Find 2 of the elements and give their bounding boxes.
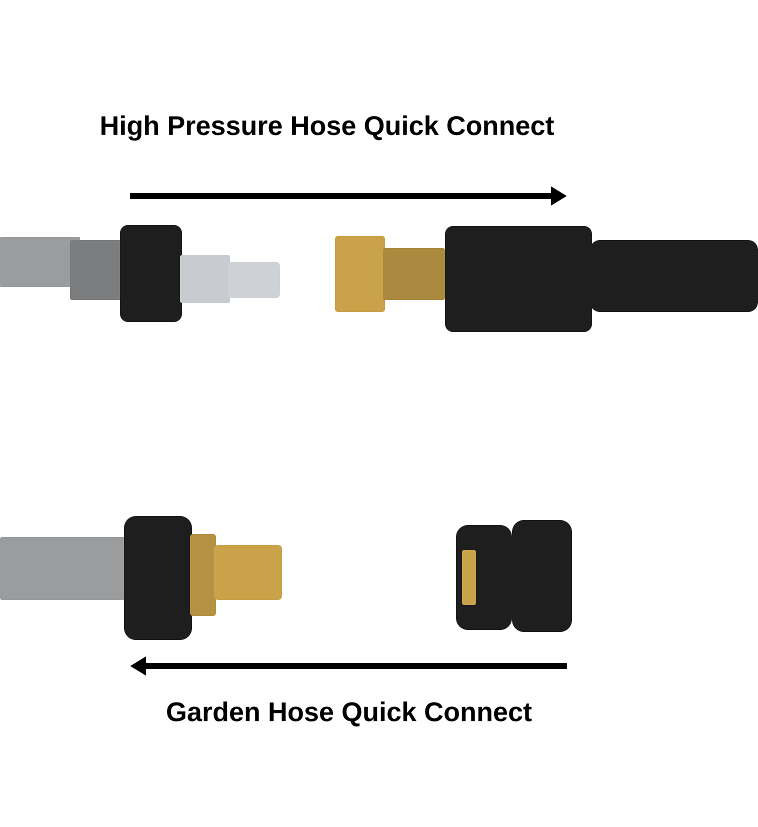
- caption-text: Garden Hose Quick Connect: [167, 702, 532, 726]
- caption-text: High Pressure Hose Quick Connect: [102, 115, 554, 141]
